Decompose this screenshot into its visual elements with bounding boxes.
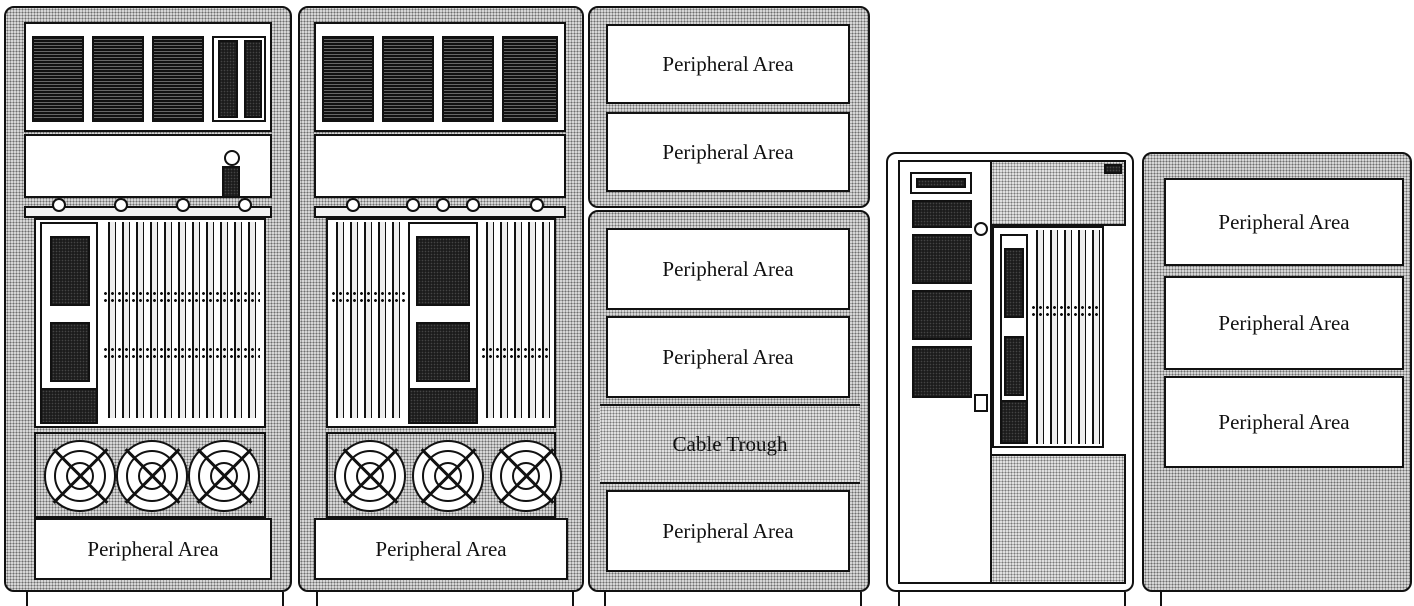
rail-screw-icon: [436, 198, 450, 212]
rail-screw-icon: [530, 198, 544, 212]
controller-module: [416, 236, 470, 306]
vent-grille: [92, 36, 144, 122]
controller-module: [1004, 248, 1024, 318]
drive-bay-black: [912, 200, 972, 228]
circuit-card-slots: [102, 222, 260, 418]
cabinet-foot: [26, 592, 28, 606]
rail-screw-icon: [346, 198, 360, 212]
controller-base: [40, 388, 98, 424]
door-latch-icon[interactable]: [974, 222, 988, 236]
peripheral-area: Peripheral Area: [606, 24, 850, 104]
rail-screw-icon: [406, 198, 420, 212]
peripheral-area: Peripheral Area: [606, 112, 850, 192]
vent-grille: [502, 36, 558, 122]
door-handle-icon[interactable]: [974, 394, 988, 412]
cable-trough: Cable Trough: [600, 404, 860, 484]
vent-grille: [322, 36, 374, 122]
cabinet-foot: [860, 592, 862, 606]
peripheral-area: Peripheral Area: [1164, 276, 1404, 370]
vent-grille: [152, 36, 204, 122]
peripheral-area: Peripheral Area: [1164, 376, 1404, 468]
cabinet-foot: [572, 592, 574, 606]
drive-bay-black: [912, 234, 972, 284]
controller-module: [416, 322, 470, 382]
fan-blade-icon: [116, 440, 188, 512]
peripheral-area: Peripheral Area: [606, 228, 850, 310]
card-led-row: [102, 346, 260, 360]
card-led-row: [480, 346, 552, 360]
drive-bay-black: [912, 346, 972, 398]
peripheral-area: Peripheral Area: [1164, 178, 1404, 266]
cabinet-foot: [1160, 592, 1162, 606]
drive-slot: [244, 40, 262, 118]
status-indicator: [1104, 164, 1122, 174]
fan-blade-icon: [334, 440, 406, 512]
cabinet-4-side-panel: [990, 160, 1126, 226]
cabinet-4-lower-panel: [990, 454, 1126, 584]
key-lock-icon[interactable]: [224, 150, 240, 166]
rail-screw-icon: [176, 198, 190, 212]
drive-slot: [218, 40, 238, 118]
peripheral-area: Peripheral Area: [314, 518, 568, 580]
drive-slot: [916, 178, 966, 188]
fan-blade-icon: [188, 440, 260, 512]
fan-blade-icon: [44, 440, 116, 512]
vent-grille: [382, 36, 434, 122]
peripheral-area: Peripheral Area: [34, 518, 272, 580]
rail-screw-icon: [238, 198, 252, 212]
cabinet-foot: [604, 592, 606, 606]
cabinet-foot: [1124, 592, 1126, 606]
card-cage-rail: [24, 206, 272, 218]
drive-bay-black: [912, 290, 972, 340]
controller-module: [1004, 336, 1024, 396]
circuit-card-slots: [1030, 230, 1100, 444]
vent-grille: [442, 36, 494, 122]
vent-grille: [32, 36, 84, 122]
cabinet-foot: [316, 592, 318, 606]
fan-blade-icon: [490, 440, 562, 512]
key-lock-stem: [222, 166, 240, 198]
card-led-row: [330, 290, 406, 304]
controller-module: [50, 236, 90, 306]
controller-base: [408, 388, 478, 424]
rail-screw-icon: [114, 198, 128, 212]
fan-blade-icon: [412, 440, 484, 512]
controller-module: [50, 322, 90, 382]
cabinet-2-blank-panel: [314, 134, 566, 198]
cabinet-foot: [282, 592, 284, 606]
card-led-row: [1030, 304, 1100, 318]
cabinet-foot: [898, 592, 900, 606]
card-led-row: [102, 290, 260, 304]
peripheral-area: Peripheral Area: [606, 316, 850, 398]
peripheral-area: Peripheral Area: [606, 490, 850, 572]
controller-base: [1000, 400, 1028, 444]
rail-screw-icon: [466, 198, 480, 212]
rail-screw-icon: [52, 198, 66, 212]
circuit-card-slots: [480, 222, 552, 418]
circuit-card-slots: [330, 222, 406, 418]
